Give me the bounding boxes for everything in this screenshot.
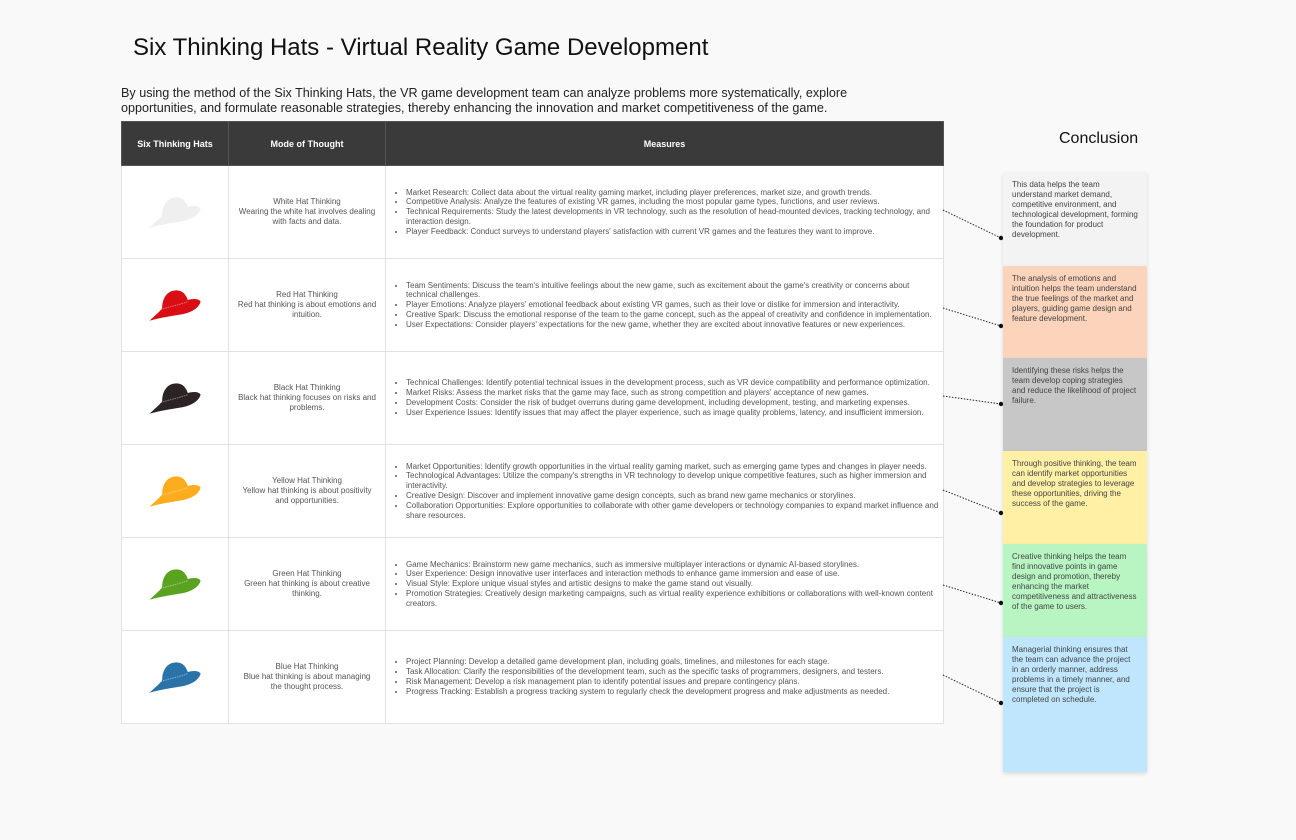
red-hat-icon [149, 290, 201, 321]
measures-cell: Market Opportunities: Identify growth op… [385, 444, 944, 538]
connector-line [942, 584, 1002, 604]
mode-description: Yellow hat thinking is about positivity … [242, 486, 372, 505]
measure-item: Market Opportunities: Identify growth op… [406, 462, 943, 472]
measure-item: Market Risks: Assess the market risks th… [406, 388, 943, 398]
mode-name: Black Hat Thinking [273, 383, 341, 392]
header-measures: Measures [385, 121, 944, 166]
measure-item: Player Feedback: Conduct surveys to unde… [406, 227, 943, 237]
mode-name: Yellow Hat Thinking [272, 476, 342, 485]
measure-item: Market Research: Collect data about the … [406, 188, 943, 198]
conclusion-card: This data helps the team understand mark… [1003, 172, 1147, 266]
connector-line [942, 209, 1002, 239]
measure-item: Technical Challenges: Identify potential… [406, 378, 943, 388]
hat-cell [121, 537, 229, 631]
measure-item: Game Mechanics: Brainstorm new game mech… [406, 560, 943, 570]
mode-description: Black hat thinking focuses on risks and … [238, 393, 376, 412]
connector-dot [998, 510, 1004, 516]
measures-cell: Technical Challenges: Identify potential… [385, 351, 944, 445]
hat-cell [121, 444, 229, 538]
connector-dot [998, 235, 1004, 241]
connector-line [942, 395, 1002, 405]
measure-item: User Experience: Design innovative user … [406, 569, 943, 579]
conclusion-card: Identifying these risks helps the team d… [1003, 358, 1147, 451]
connector-dot [998, 700, 1004, 706]
hat-cell [121, 630, 229, 724]
conclusion-card: The analysis of emotions and intuition h… [1003, 266, 1147, 358]
hat-cell [121, 258, 229, 352]
measure-item: Risk Management: Develop a risk manageme… [406, 677, 943, 687]
measure-item: Visual Style: Explore unique visual styl… [406, 579, 943, 589]
six-hats-table: Six Thinking Hats Mode of Thought Measur… [121, 121, 944, 724]
black-hat-icon [149, 383, 201, 414]
mode-name: Green Hat Thinking [272, 569, 342, 578]
measure-item: Player Emotions: Analyze players' emotio… [406, 300, 943, 310]
measure-item: Creative Spark: Discuss the emotional re… [406, 310, 943, 320]
connector-dot [998, 600, 1004, 606]
measure-item: Team Sentiments: Discuss the team's intu… [406, 281, 943, 301]
yellow-hat-icon [149, 476, 201, 507]
connector-line [942, 674, 1002, 704]
mode-description: Wearing the white hat involves dealing w… [238, 207, 376, 226]
mode-name: Blue Hat Thinking [275, 662, 339, 671]
mode-description: Blue hat thinking is about managing the … [243, 672, 371, 691]
header-hats: Six Thinking Hats [121, 121, 229, 166]
measure-item: User Expectations: Consider players' exp… [406, 320, 943, 330]
measures-cell: Project Planning: Develop a detailed gam… [385, 630, 944, 724]
measure-item: User Experience Issues: Identify issues … [406, 408, 943, 418]
mode-description: Red hat thinking is about emotions and i… [237, 300, 377, 319]
conclusion-card: Through positive thinking, the team can … [1003, 451, 1147, 544]
hat-cell [121, 165, 229, 259]
measure-item: Competitive Analysis: Analyze the featur… [406, 197, 943, 207]
measure-item: Promotion Strategies: Creatively design … [406, 589, 943, 609]
connector-line [942, 307, 1002, 327]
conclusion-card: Creative thinking helps the team find in… [1003, 544, 1147, 637]
hat-cell [121, 351, 229, 445]
white-hat-icon [149, 197, 201, 228]
measures-cell: Team Sentiments: Discuss the team's intu… [385, 258, 944, 352]
blue-hat-icon [149, 662, 201, 693]
measure-item: Project Planning: Develop a detailed gam… [406, 657, 943, 667]
header-mode: Mode of Thought [228, 121, 386, 166]
measure-item: Task Allocation: Clarify the responsibil… [406, 667, 943, 677]
green-hat-icon [149, 569, 201, 600]
connector-dot [998, 401, 1004, 407]
conclusion-title: Conclusion [1059, 130, 1139, 147]
measure-item: Collaboration Opportunities: Explore opp… [406, 501, 943, 521]
measure-item: Progress Tracking: Establish a progress … [406, 687, 943, 697]
page-title: Six Thinking Hats - Virtual Reality Game… [133, 34, 709, 61]
mode-name: White Hat Thinking [273, 197, 341, 206]
measure-item: Technical Requirements: Study the latest… [406, 207, 943, 227]
connector-dot [998, 323, 1004, 329]
measure-item: Technological Advantages: Utilize the co… [406, 471, 943, 491]
measures-cell: Game Mechanics: Brainstorm new game mech… [385, 537, 944, 631]
mode-description: Green hat thinking is about creative thi… [244, 579, 370, 598]
conclusion-card: Managerial thinking ensures that the tea… [1003, 637, 1147, 772]
measures-cell: Market Research: Collect data about the … [385, 165, 944, 259]
connector-line [942, 489, 1002, 514]
measure-item: Development Costs: Consider the risk of … [406, 398, 943, 408]
page-description: By using the method of the Six Thinking … [121, 86, 848, 115]
measure-item: Creative Design: Discover and implement … [406, 491, 943, 501]
mode-name: Red Hat Thinking [276, 290, 338, 299]
